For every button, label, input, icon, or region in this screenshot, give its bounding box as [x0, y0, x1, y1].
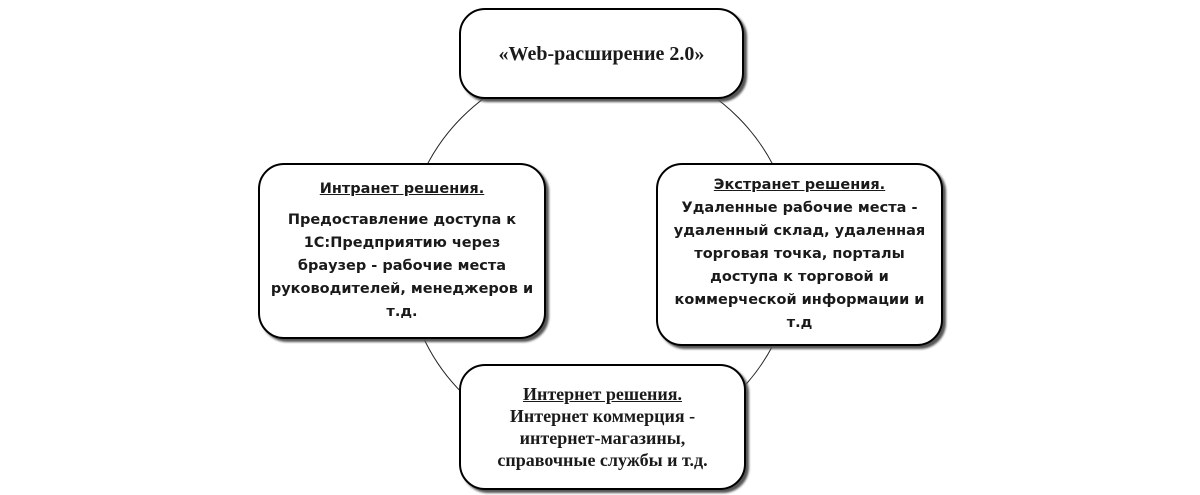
- extranet-body: Удаленные рабочие места - удаленный скла…: [673, 200, 926, 331]
- center-title: «Web-расширение 2.0»: [498, 42, 705, 65]
- extranet-heading: Экстранет решения.: [713, 177, 886, 193]
- intranet-heading: Интранет решения.: [319, 181, 485, 197]
- internet-heading: Интернет решения.: [522, 384, 683, 404]
- extranet-node: Экстранет решения. Удаленные рабочие мес…: [656, 163, 943, 346]
- center-node: «Web-расширение 2.0»: [459, 8, 744, 99]
- internet-node: Интернет решения. Интернет коммерция - и…: [459, 364, 746, 490]
- intranet-node: Интранет решения. Предоставление доступа…: [258, 163, 546, 339]
- internet-body: Интернет коммерция - интернет-магазины, …: [497, 406, 708, 470]
- intranet-body: Предоставление доступа к 1С:Предприятию …: [270, 212, 534, 320]
